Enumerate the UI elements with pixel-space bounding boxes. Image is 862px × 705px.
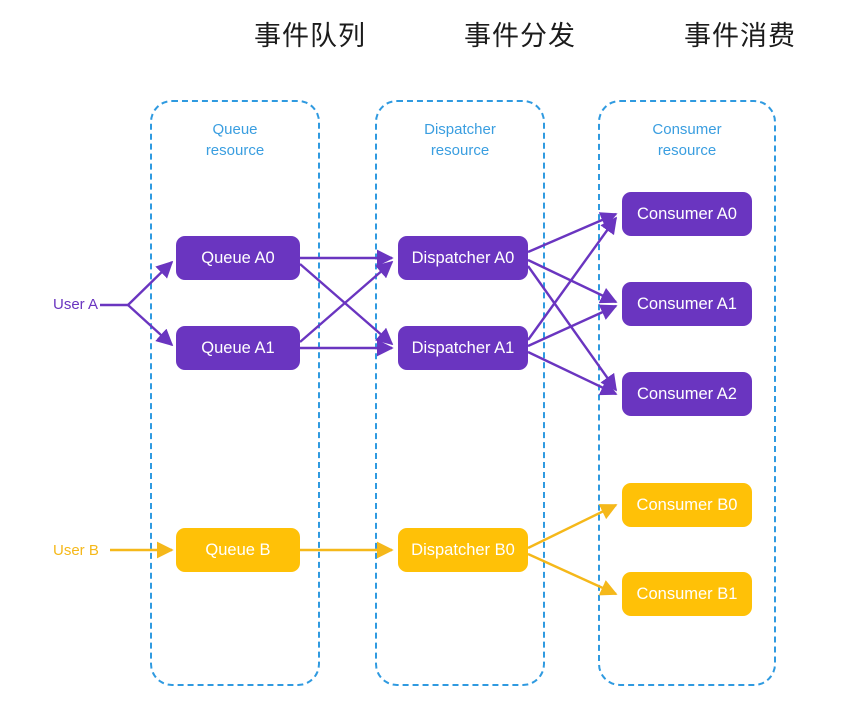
node-queue-b[interactable]: Queue B [176,528,300,572]
node-dispatcher-b0[interactable]: Dispatcher B0 [398,528,528,572]
node-dispatcher-a0[interactable]: Dispatcher A0 [398,236,528,280]
zone-dispatcher-resource-label-line2: resource [430,142,490,159]
node-consumer-a0[interactable]: Consumer A0 [622,192,752,236]
zone-consumer-resource-label-line1: Consumer [652,121,722,138]
node-consumer-a1[interactable]: Consumer A1 [622,282,752,326]
node-consumer-b1[interactable]: Consumer B1 [622,572,752,616]
user-label-a: User A [53,296,99,313]
node-consumer-b0[interactable]: Consumer B0 [622,483,752,527]
column-header-dispatch: 事件分发 [464,21,576,52]
column-header-queue: 事件队列 [254,21,366,52]
user-label-b: User B [53,542,99,559]
node-queue-a1[interactable]: Queue A1 [176,326,300,370]
node-dispatcher-a1[interactable]: Dispatcher A1 [398,326,528,370]
zone-queue-resource: Queue resource [150,100,320,686]
zone-consumer-resource-label-line2: resource [657,142,717,159]
column-header-consume: 事件消费 [684,21,796,52]
zone-queue-resource-label-line2: resource [205,142,265,159]
zone-consumer-resource-label: Consumer resource [600,119,774,161]
zone-dispatcher-resource: Dispatcher resource [375,100,545,686]
zone-dispatcher-resource-label: Dispatcher resource [377,119,543,161]
zone-queue-resource-label-line1: Queue [212,121,258,138]
zone-dispatcher-resource-label-line1: Dispatcher [424,121,496,138]
zone-queue-resource-label: Queue resource [152,119,318,161]
node-queue-a0[interactable]: Queue A0 [176,236,300,280]
node-consumer-a2[interactable]: Consumer A2 [622,372,752,416]
